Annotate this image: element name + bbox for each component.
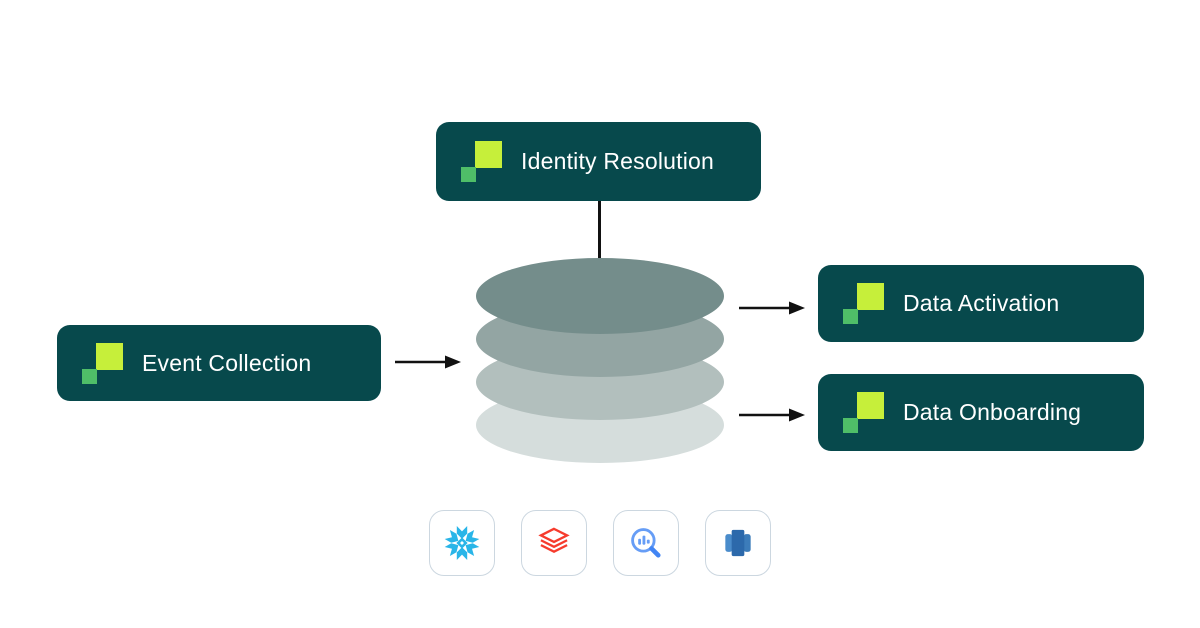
warehouse-cylinder-layer-1 — [476, 258, 724, 334]
snowflake-card — [429, 510, 495, 576]
brand-lime-square — [857, 392, 884, 419]
brand-green-square — [843, 309, 858, 324]
brand-lime-square — [475, 141, 502, 168]
brand-green-square — [843, 418, 858, 433]
brand-squares-icon — [461, 141, 502, 182]
brand-lime-square — [96, 342, 123, 370]
redshift-card — [705, 510, 771, 576]
node-label: Data Onboarding — [903, 399, 1082, 425]
snowflake-icon — [444, 526, 480, 560]
node-label: Data Activation — [903, 290, 1060, 316]
brand-squares-icon — [843, 283, 884, 324]
arrow-warehouse-to-activation — [739, 301, 805, 315]
bigquery-card — [613, 510, 679, 576]
bigquery-icon — [631, 528, 661, 558]
node-event-collection: Event Collection — [57, 325, 381, 401]
brand-lime-square — [857, 283, 884, 310]
brand-green-square — [461, 167, 476, 182]
node-label: Event Collection — [142, 349, 312, 376]
connector-identity-to-warehouse — [598, 201, 601, 261]
node-data-activation: Data Activation — [818, 265, 1144, 342]
arrow-warehouse-to-onboarding — [739, 408, 805, 422]
brand-green-square — [82, 368, 97, 384]
redshift-icon — [725, 529, 751, 557]
brand-squares-icon — [82, 342, 123, 384]
databricks-card — [521, 510, 587, 576]
node-data-onboarding: Data Onboarding — [818, 374, 1144, 451]
node-label: Identity Resolution — [521, 148, 715, 174]
databricks-icon — [538, 527, 570, 553]
arrow-event-to-warehouse — [395, 355, 461, 369]
node-identity-resolution: Identity Resolution — [436, 122, 761, 201]
brand-squares-icon — [843, 392, 884, 433]
